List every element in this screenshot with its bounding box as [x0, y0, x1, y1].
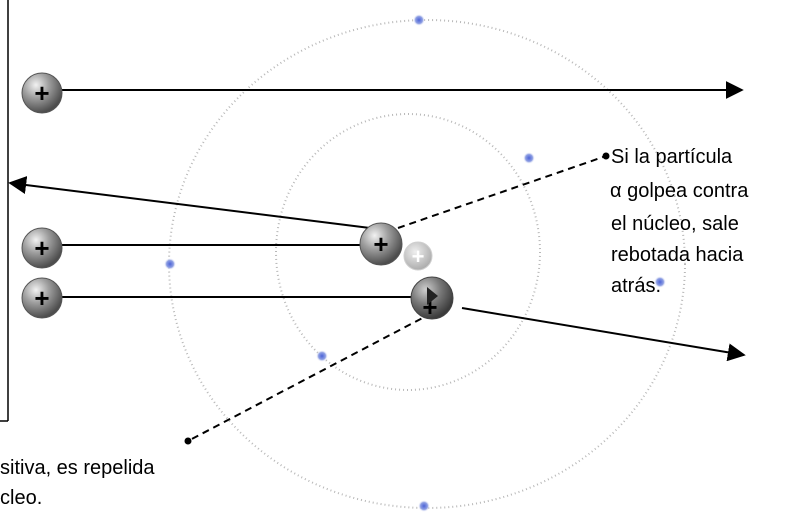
electron-dot	[418, 500, 430, 512]
annotation-right: Si la partícula α golpea contra el núcle…	[610, 146, 749, 297]
alpha-particle-top: +	[21, 72, 63, 114]
svg-text:+: +	[34, 78, 49, 108]
electron-dot	[164, 258, 176, 270]
annotation-right-line-2: α golpea contra	[610, 180, 749, 202]
svg-text:+: +	[412, 244, 425, 269]
alpha-particle-rebound-start: +	[21, 227, 63, 269]
electron-dot	[413, 14, 425, 26]
leader-line-right	[397, 155, 607, 229]
electron-dot	[316, 350, 328, 362]
leader-endpoint-right	[602, 152, 610, 160]
annotation-right-line-3: el núcleo, sale	[611, 213, 739, 235]
alpha-particle-at-nucleus: +	[359, 222, 403, 266]
annotation-bottom: sitiva, es repelida cleo.	[0, 457, 155, 509]
leader-line-bottom	[187, 312, 433, 442]
leader-endpoint-bottom	[184, 437, 192, 445]
annotation-right-line-5: atrás.	[611, 275, 661, 297]
annotation-right-line-4: rebotada hacia	[611, 244, 744, 266]
annotation-bottom-line-2: cleo.	[0, 487, 42, 509]
electron-dot	[654, 276, 666, 288]
annotation-right-line-1: Si la partícula	[611, 146, 733, 168]
svg-text:+: +	[422, 292, 437, 322]
electron-dot	[523, 152, 535, 164]
svg-text:+: +	[373, 229, 388, 259]
alpha-particle-deflected: +	[410, 276, 454, 322]
nucleus: +	[403, 241, 433, 271]
trajectory-rebound	[8, 176, 379, 230]
inner-orbit	[275, 113, 541, 391]
alpha-particle-deflected-start: +	[21, 277, 63, 319]
svg-text:+: +	[34, 283, 49, 313]
alpha-symbol: α	[610, 180, 622, 202]
svg-text:+: +	[34, 233, 49, 263]
trajectory-deflected	[461, 307, 746, 362]
annotation-bottom-line-1: sitiva, es repelida	[0, 457, 155, 479]
